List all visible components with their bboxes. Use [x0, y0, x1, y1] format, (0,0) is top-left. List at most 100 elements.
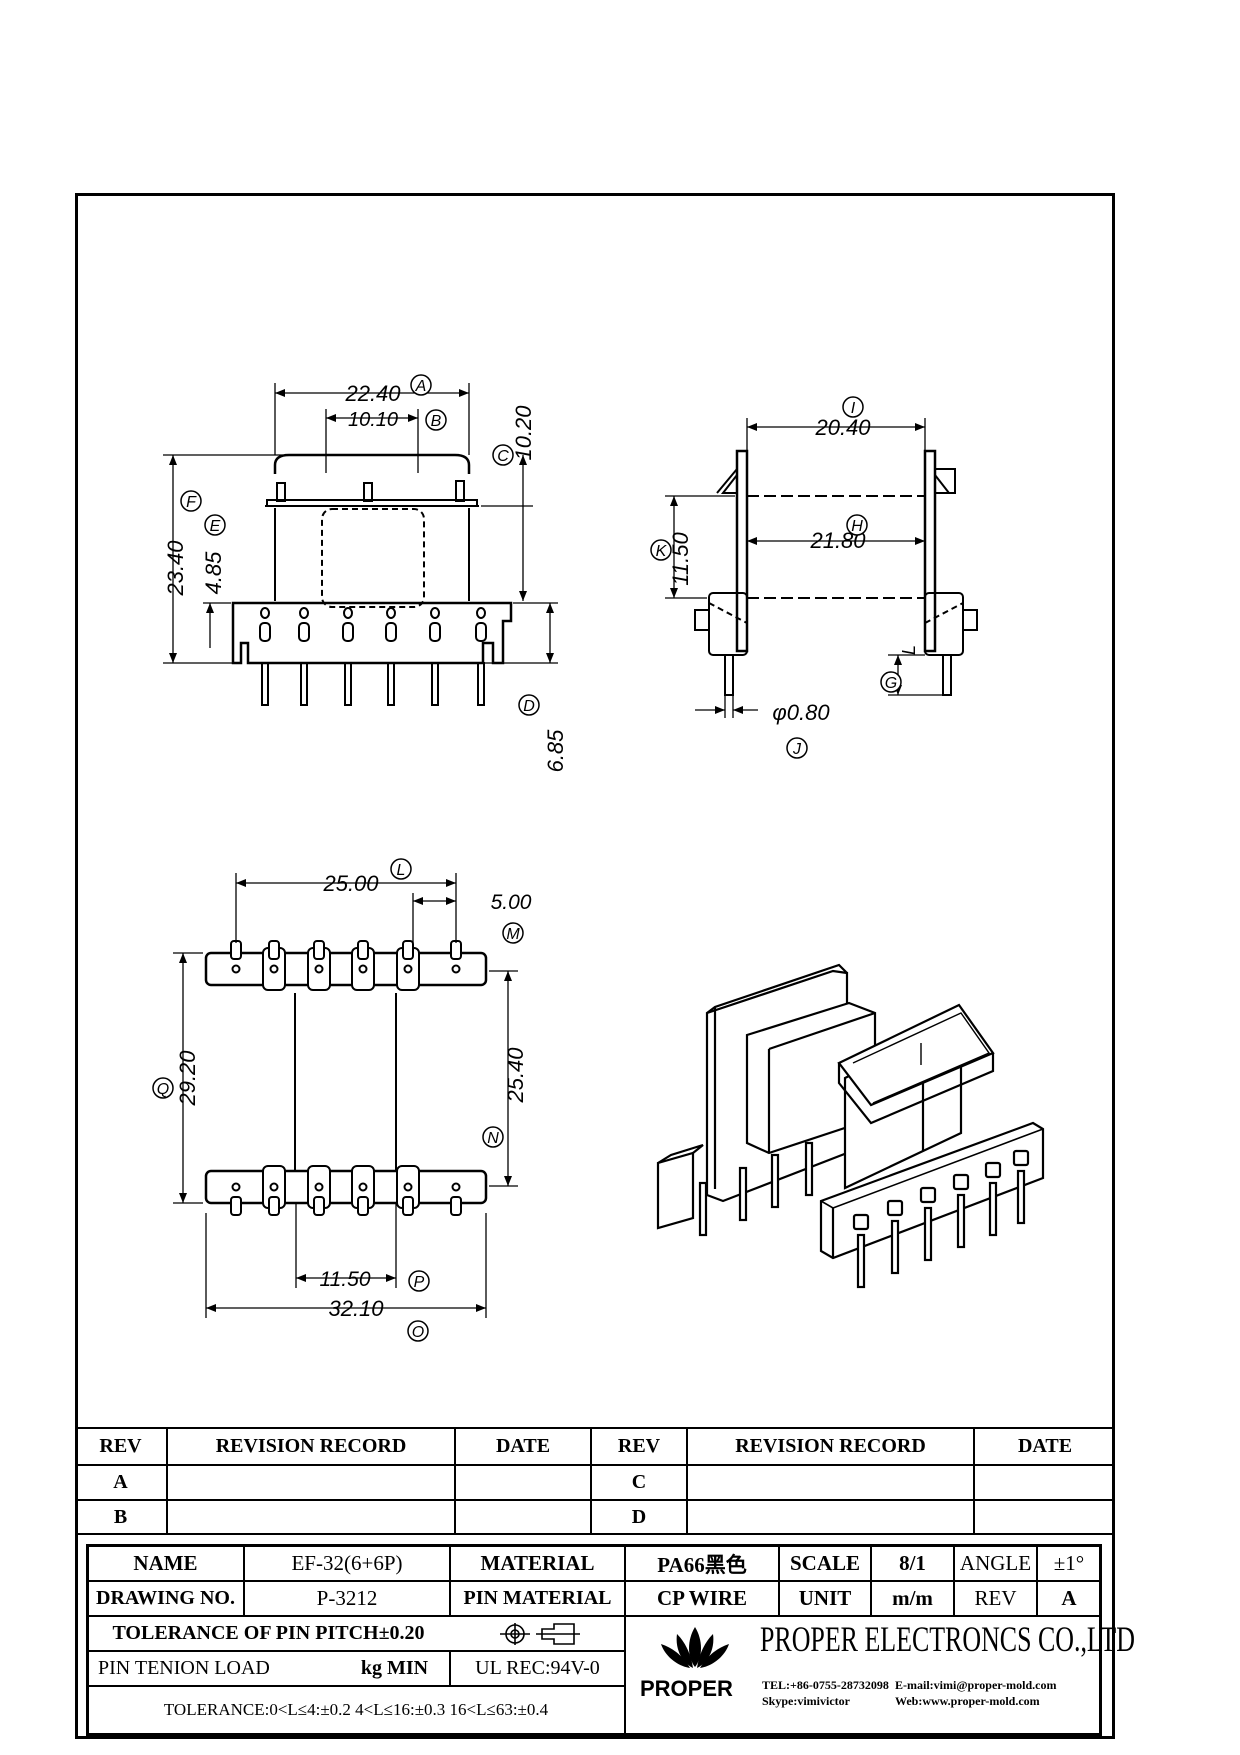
svg-text:K: K [656, 543, 668, 560]
revision-record-header-1: REVISION RECORD [215, 1435, 407, 1457]
dimension-value-c: 10.20 [511, 405, 536, 461]
pin-material-value: CP WIRE [656, 1586, 748, 1610]
rev-label: REV [974, 1586, 1017, 1610]
dimension-label-h: H [846, 514, 868, 536]
isometric-view [656, 963, 1045, 1289]
svg-text:G: G [885, 675, 897, 692]
dimension-value-p: 11.50 [320, 1268, 371, 1291]
iso-terminal [984, 1161, 1002, 1179]
side-view-dimensions [665, 418, 943, 718]
company-lotus-logo-icon [661, 1627, 729, 1668]
material-label: MATERIAL [480, 1551, 595, 1575]
svg-text:E: E [210, 518, 221, 535]
svg-text:F: F [186, 494, 197, 511]
iso-terminal [919, 1186, 937, 1204]
dimension-value-n: 25.40 [503, 1047, 528, 1104]
bottom-pad [351, 940, 375, 991]
front-pin [385, 607, 397, 706]
dimension-value-b: 10.10 [348, 409, 398, 431]
svg-text:N: N [487, 1130, 499, 1147]
rev-cell-d: D [631, 1505, 647, 1528]
date-header-2: DATE [1017, 1435, 1073, 1457]
iso-pin [923, 1206, 933, 1262]
unit-label: UNIT [798, 1586, 852, 1610]
dimension-label-l: L [390, 858, 412, 880]
dimension-label-d: D [518, 694, 540, 716]
dimension-label-b: B [425, 409, 447, 431]
svg-text:P: P [414, 1274, 425, 1291]
iso-terminal [952, 1173, 970, 1191]
tolerance-general: TOLERANCE:0<L≤4:±0.2 4<L≤16:±0.3 16<L≤63… [163, 1700, 549, 1719]
rev-value: A [1061, 1586, 1077, 1610]
bottom-pad [351, 1165, 375, 1216]
dimension-label-k: K [650, 539, 672, 561]
bottom-pad [307, 1165, 331, 1216]
company-skype: Skype:vimivictor [762, 1694, 850, 1708]
bottom-view [204, 940, 488, 1216]
dimension-value-j: φ0.80 [772, 700, 830, 725]
rev-header-1: REV [99, 1435, 142, 1457]
angle-value: ±1° [1053, 1551, 1085, 1575]
bottom-pad [262, 940, 286, 991]
dimension-value-a: 22.40 [344, 381, 401, 406]
iso-pin [770, 1153, 780, 1209]
front-view-dimensions [163, 383, 558, 664]
scale-label: SCALE [789, 1551, 861, 1575]
dimension-value-f: 23.40 [163, 540, 188, 597]
svg-text:J: J [792, 741, 802, 758]
bottom-pad [396, 1165, 420, 1216]
dimension-label-q: Q [152, 1077, 174, 1099]
pin-tension-label: PIN TENION LOAD [98, 1657, 270, 1679]
iso-pin [988, 1181, 998, 1237]
svg-text:D: D [523, 698, 535, 715]
rev-cell-b: B [113, 1505, 128, 1528]
rev-cell-a: A [113, 1471, 128, 1493]
rev-header-2: REV [617, 1435, 661, 1457]
iso-terminal [886, 1199, 904, 1217]
drawing-no-value: P-3212 [316, 1586, 378, 1610]
material-value: PA66黑色 [657, 1552, 747, 1577]
dimension-value-i: 20.40 [814, 415, 871, 440]
bottom-pad [450, 1182, 462, 1216]
iso-terminal [1012, 1149, 1030, 1167]
bottom-pad [450, 940, 462, 974]
front-pin [342, 607, 354, 706]
bottom-pad [396, 940, 420, 991]
scale-value: 8/1 [899, 1551, 926, 1575]
svg-text:L: L [397, 862, 406, 879]
dimension-value-g: L [899, 645, 919, 655]
tolerance-pitch: TOLERANCE OF PIN PITCH±0.20 [112, 1622, 425, 1644]
front-pin [429, 607, 441, 706]
dimension-value-d: 6.85 [543, 729, 568, 773]
dimension-label-a: A [410, 374, 432, 396]
svg-text:H: H [851, 518, 863, 535]
iso-pin [956, 1193, 966, 1249]
name-value: EF-32(6+6P) [291, 1551, 403, 1575]
svg-text:O: O [412, 1324, 424, 1341]
unit-value: m/m [892, 1586, 933, 1610]
company-email: E-mail:vimi@proper-mold.com [895, 1678, 1057, 1692]
dimension-value-o: 32.10 [328, 1296, 384, 1321]
date-header-1: DATE [495, 1435, 551, 1457]
company-web: Web:www.proper-mold.com [895, 1694, 1040, 1708]
rev-cell-c: C [631, 1471, 647, 1493]
bottom-view-dimensions [173, 873, 518, 1318]
iso-pin [856, 1233, 866, 1289]
company-tel: TEL:+86-0755-28732098 [762, 1678, 889, 1692]
projection-symbol-icon [500, 1623, 580, 1645]
iso-pin [890, 1219, 900, 1275]
pin-tension-unit: kg MIN [360, 1657, 429, 1679]
dimension-label-e: E [204, 514, 226, 536]
bottom-pad [262, 1165, 286, 1216]
front-pin [298, 607, 310, 706]
dimension-label-g: G [880, 671, 902, 693]
svg-text:B: B [431, 413, 442, 430]
dimension-label-m: M [502, 922, 524, 944]
dimension-label-i: I [842, 396, 864, 418]
dimension-value-m: 5.00 [491, 891, 532, 914]
drawing-no-label: DRAWING NO. [96, 1587, 235, 1609]
dimension-value-k: 11.50 [668, 532, 693, 586]
side-view [694, 449, 978, 696]
iso-pin [738, 1166, 748, 1222]
